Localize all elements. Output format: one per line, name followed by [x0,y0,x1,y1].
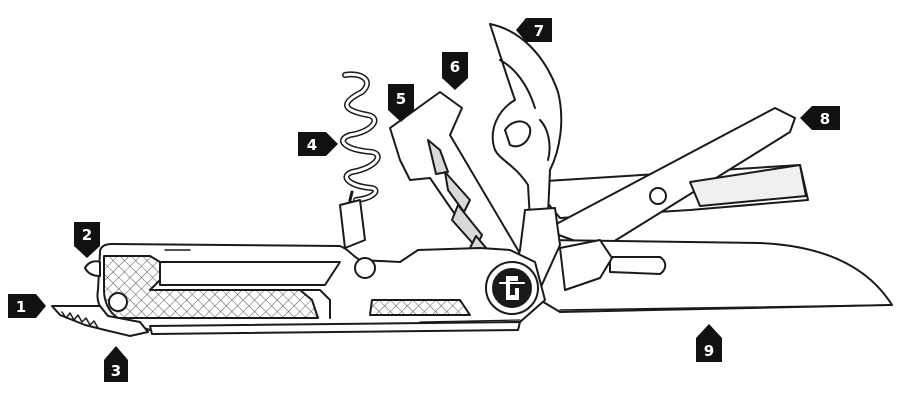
callout-5: 5 [388,84,414,122]
callout-7: 7 [516,18,552,42]
callout-4-label: 4 [307,136,317,154]
corkscrew [339,71,381,249]
callout-9-label: 9 [704,342,714,360]
callout-9: 9 [696,324,722,362]
serrated-tip [51,305,149,337]
main-blade [539,239,893,313]
callout-4: 4 [298,132,338,156]
callout-6-label: 6 [450,58,460,76]
handle-body [96,243,546,331]
callout-3-label: 3 [111,362,121,380]
callout-8-label: 8 [820,110,830,128]
callout-5-label: 5 [396,90,406,108]
callout-3: 3 [104,346,128,382]
callout-6: 6 [442,52,468,90]
callout-2: 2 [74,222,100,258]
clip-tab [84,260,101,277]
callout-1: 1 [8,294,46,318]
bottle-opener [489,23,563,221]
scissors [529,107,809,251]
callout-8: 8 [800,106,840,130]
bottom-rail [149,319,521,335]
hex-bit-driver [389,91,526,281]
callout-2-label: 2 [82,226,92,244]
callout-1-label: 1 [16,298,26,316]
pivot-gerber-logo [485,261,539,315]
callout-7-label: 7 [534,22,544,40]
